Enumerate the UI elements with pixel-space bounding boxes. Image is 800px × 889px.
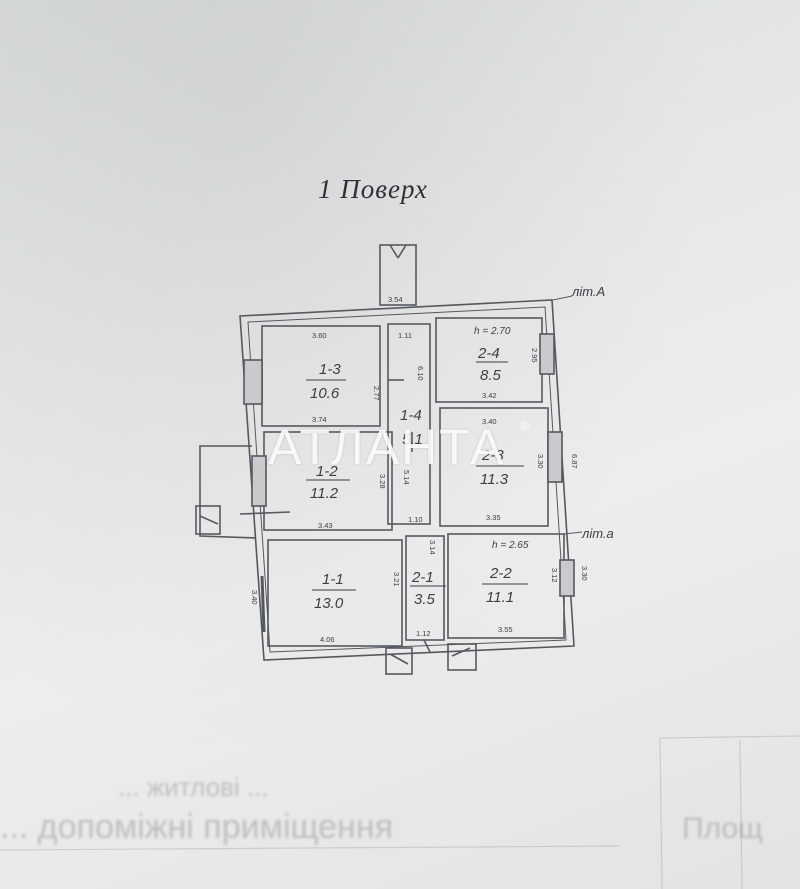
dimension-label: 3.12 <box>550 568 559 583</box>
outer-wall <box>239 299 575 661</box>
dimension-label: 3.54 <box>388 295 403 304</box>
dimension-label: 3.60 <box>312 331 327 340</box>
room-area: 11.2 <box>310 485 339 502</box>
dimension-label: 3.42 <box>482 391 497 400</box>
room-area: 3.5 <box>414 591 436 608</box>
room-id: 1-3 <box>319 361 341 378</box>
room-area: 13.0 <box>314 595 344 612</box>
dimension-label: 6.87 <box>570 454 579 469</box>
dimension-label: 3.35 <box>486 513 501 522</box>
porch-arrow <box>199 515 219 525</box>
window <box>559 559 575 597</box>
ceiling-height: h = 2.70 <box>474 326 511 337</box>
dimension-label: 2.95 <box>530 348 539 363</box>
dimension-label: 2.77 <box>372 386 381 401</box>
lit-label-annex: літ.а <box>581 526 614 541</box>
window-line <box>260 575 266 633</box>
watermark-registered: ® <box>520 418 530 433</box>
room-id: 2-3 <box>481 447 504 464</box>
room-area: 8.5 <box>480 367 502 384</box>
watermark-logo: АТЛАНТА <box>268 419 506 475</box>
dimension-label: 3.14 <box>428 540 437 555</box>
room-id: 2-4 <box>477 345 500 362</box>
vent-mark <box>389 244 399 259</box>
window <box>243 359 263 405</box>
room-id: 1-2 <box>316 463 338 480</box>
dimension-label: 3.43 <box>318 521 333 530</box>
window <box>547 431 563 483</box>
room-area: 5.1 <box>402 431 423 448</box>
entry-arrow <box>389 653 409 665</box>
dimension-label: 3.30 <box>580 566 589 581</box>
dimension-label: 3.40 <box>250 590 259 605</box>
lit-label-main: літ.А <box>571 284 605 299</box>
entry-arrow <box>451 647 471 657</box>
room-area: 11.3 <box>480 471 509 488</box>
faded-footer-text: ... допоміжні приміщення <box>0 808 394 846</box>
dimension-label: 3.74 <box>312 415 327 424</box>
room-id: 1-4 <box>400 407 422 424</box>
entry-bottom-right <box>447 643 477 671</box>
dimension-label: 5.14 <box>402 470 411 485</box>
room-id: 2-1 <box>411 569 434 586</box>
vent-mark <box>397 244 407 259</box>
window <box>251 455 267 507</box>
room-id: 2-2 <box>489 565 512 582</box>
room-area: 11.1 <box>486 589 514 606</box>
vent-shaft <box>379 244 417 306</box>
room-outline-1-4 <box>387 323 431 525</box>
dimension-label: 3.55 <box>498 625 513 634</box>
room-area: 10.6 <box>310 385 340 402</box>
dimension-label: 3.30 <box>536 454 545 469</box>
entry-bottom-left <box>385 647 413 675</box>
dimension-label: 1.10 <box>408 515 423 524</box>
ceiling-height: h = 2.65 <box>492 540 529 551</box>
floor-title: 1 Поверх <box>318 174 428 204</box>
porch-wall <box>199 445 257 539</box>
dimension-label: 6.10 <box>416 366 425 381</box>
dimension-label: 1.12 <box>416 629 431 638</box>
room-outline-2-1 <box>405 535 445 641</box>
dimension-label: 3.21 <box>392 572 401 587</box>
inner-wall-line <box>247 306 567 653</box>
room-outline-1-1 <box>267 539 403 647</box>
dimension-label: 3.40 <box>482 417 497 426</box>
porch-entry <box>195 505 221 535</box>
lit-leader <box>563 531 583 535</box>
porch-step <box>239 511 291 515</box>
faded-footer-text: Площ <box>682 812 763 845</box>
dimension-label: 1.11 <box>398 331 412 340</box>
window <box>539 333 555 375</box>
dimension-label: 4.06 <box>320 635 335 644</box>
lit-leader <box>552 295 573 301</box>
dimension-label: 3.28 <box>378 474 387 489</box>
door <box>423 639 431 653</box>
faded-footer-text: ... житлові ... <box>118 772 269 802</box>
room-id: 1-1 <box>322 571 344 588</box>
